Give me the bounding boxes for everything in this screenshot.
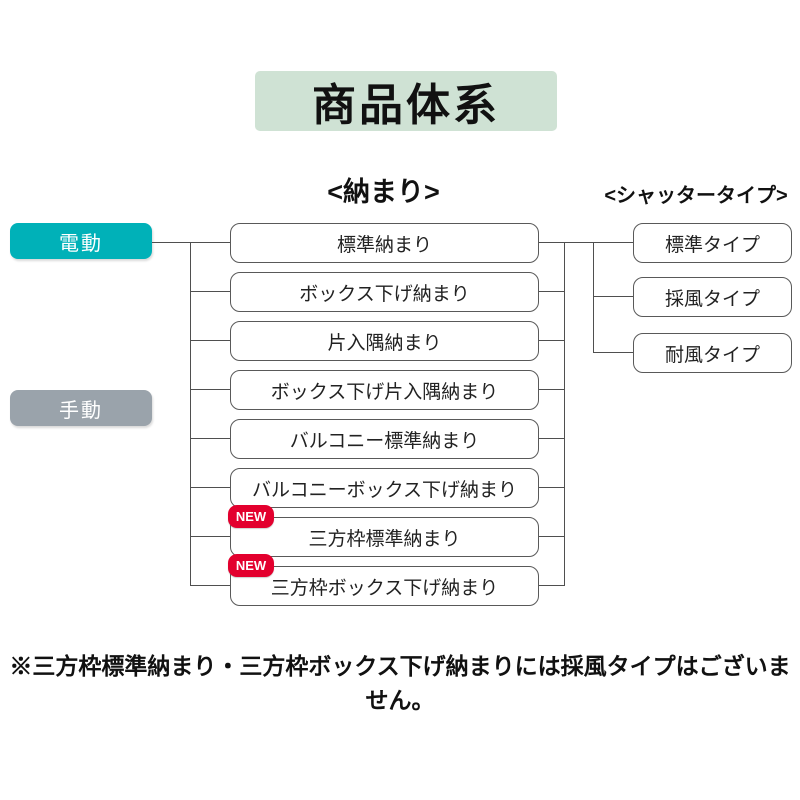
shutter-type-column-header: <シャッタータイプ> bbox=[604, 185, 788, 207]
drive-manual-badge: 手動 bbox=[10, 390, 152, 426]
connector-right-stub-2 bbox=[537, 291, 564, 292]
connector-type-stub-2 bbox=[593, 296, 633, 297]
nakamari-box-box-lowered-single-corner: ボックス下げ片入隅納まり bbox=[230, 370, 539, 410]
connector-left-stub-8 bbox=[191, 585, 230, 586]
nakamari-column-header: <納まり> bbox=[327, 177, 440, 207]
connector-left-stub-4 bbox=[191, 389, 230, 390]
nakamari-box-box-lowered: ボックス下げ納まり bbox=[230, 272, 539, 312]
connector-left-stub-6 bbox=[191, 487, 230, 488]
drive-electric-badge: 電動 bbox=[10, 223, 152, 259]
connector-right-stub-6 bbox=[537, 487, 564, 488]
connector-right-stub-4 bbox=[537, 389, 564, 390]
shutter-type-box-wind-resistant: 耐風タイプ bbox=[633, 333, 792, 373]
connector-type-stub-3 bbox=[593, 352, 633, 353]
connector-left-stub-2 bbox=[191, 291, 230, 292]
connector-dendo-to-spine bbox=[152, 242, 190, 243]
nakamari-box-balcony-box-lowered: バルコニーボックス下げ納まり bbox=[230, 468, 539, 508]
footnote: ※三方枠標準納まり・三方枠ボックス下げ納まりには採風タイプはございません。 bbox=[9, 653, 791, 713]
connector-right-spine bbox=[564, 242, 565, 586]
shutter-type-box-standard: 標準タイプ bbox=[633, 223, 792, 263]
connector-right-stub-8 bbox=[537, 585, 564, 586]
connector-left-stub-7 bbox=[191, 536, 230, 537]
connector-left-stub-5 bbox=[191, 438, 230, 439]
page-title: 商品体系 bbox=[255, 71, 557, 131]
nakamari-box-standard: 標準納まり bbox=[230, 223, 539, 263]
shutter-type-box-ventilation: 採風タイプ bbox=[633, 277, 792, 317]
connector-bridge-to-types bbox=[564, 242, 633, 243]
nakamari-box-single-corner: 片入隅納まり bbox=[230, 321, 539, 361]
nakamari-box-three-side-frame-box-lowered: 三方枠ボックス下げ納まり bbox=[230, 566, 539, 606]
connector-right-stub-7 bbox=[537, 536, 564, 537]
connector-right-stub-3 bbox=[537, 340, 564, 341]
new-badge: NEW bbox=[228, 505, 274, 528]
connector-right-stub-5 bbox=[537, 438, 564, 439]
nakamari-box-balcony-standard: バルコニー標準納まり bbox=[230, 419, 539, 459]
nakamari-box-three-side-frame-standard: 三方枠標準納まり bbox=[230, 517, 539, 557]
connector-left-stub-1 bbox=[191, 242, 230, 243]
connector-type-spine bbox=[593, 242, 594, 353]
connector-right-stub-1 bbox=[537, 242, 564, 243]
connector-left-spine bbox=[190, 242, 191, 586]
new-badge: NEW bbox=[228, 554, 274, 577]
connector-left-stub-3 bbox=[191, 340, 230, 341]
